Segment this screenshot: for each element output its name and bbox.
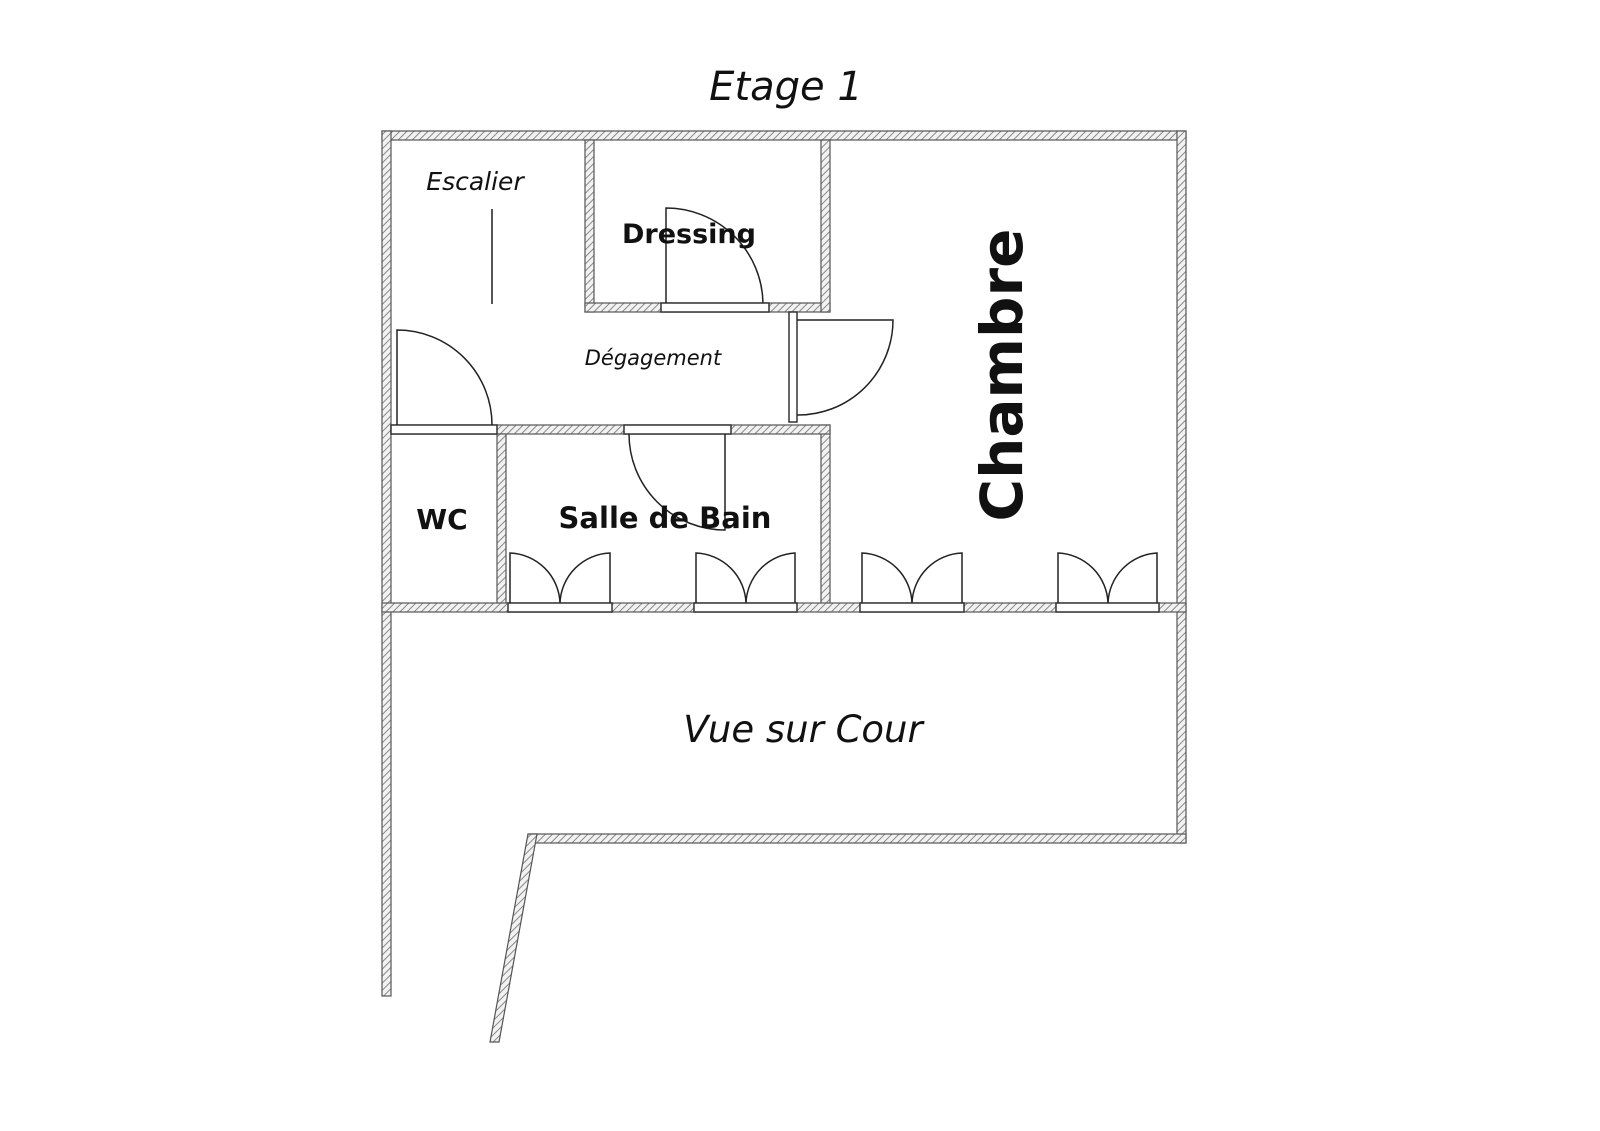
label-degagement: Dégagement <box>585 346 722 370</box>
window-chambre-1 <box>859 552 965 613</box>
wall-chambre-upper <box>820 139 831 313</box>
label-chambre: Chambre <box>968 229 1036 522</box>
wall-left <box>381 130 392 997</box>
chambre-door-swing <box>796 319 894 416</box>
label-dressing: Dressing <box>622 219 756 250</box>
label-escalier: Escalier <box>426 167 525 196</box>
wc-door-swing <box>396 329 493 426</box>
wall-right <box>1176 130 1187 844</box>
wall-cour-bottom <box>527 833 1187 844</box>
wall-wc-sdb <box>496 433 507 613</box>
room-labels: Escalier Dressing Dégagement WC Salle de… <box>416 167 1036 751</box>
window-sdb-2 <box>693 552 798 613</box>
walls <box>381 130 1187 1043</box>
wall-cour-diagonal <box>489 833 538 1043</box>
label-cour: Vue sur Cour <box>683 708 925 751</box>
wall-chambre-lower <box>820 424 831 613</box>
sdb-door-swing <box>628 433 726 531</box>
dressing-door-opening <box>660 302 770 313</box>
dressing-door-swing <box>665 207 764 304</box>
window-sdb-1 <box>507 552 613 613</box>
sdb-door-opening <box>623 424 732 435</box>
label-salle-de-bain: Salle de Bain <box>559 501 772 535</box>
doors <box>390 207 894 531</box>
wall-top <box>381 130 1187 141</box>
plan-title: Etage 1 <box>709 64 863 110</box>
window-chambre-2 <box>1055 552 1160 613</box>
chambre-door-opening <box>788 311 798 423</box>
label-wc: WC <box>416 503 467 536</box>
wc-door-opening <box>390 424 498 435</box>
wall-dressing-left <box>584 139 595 313</box>
windows <box>507 552 1160 613</box>
